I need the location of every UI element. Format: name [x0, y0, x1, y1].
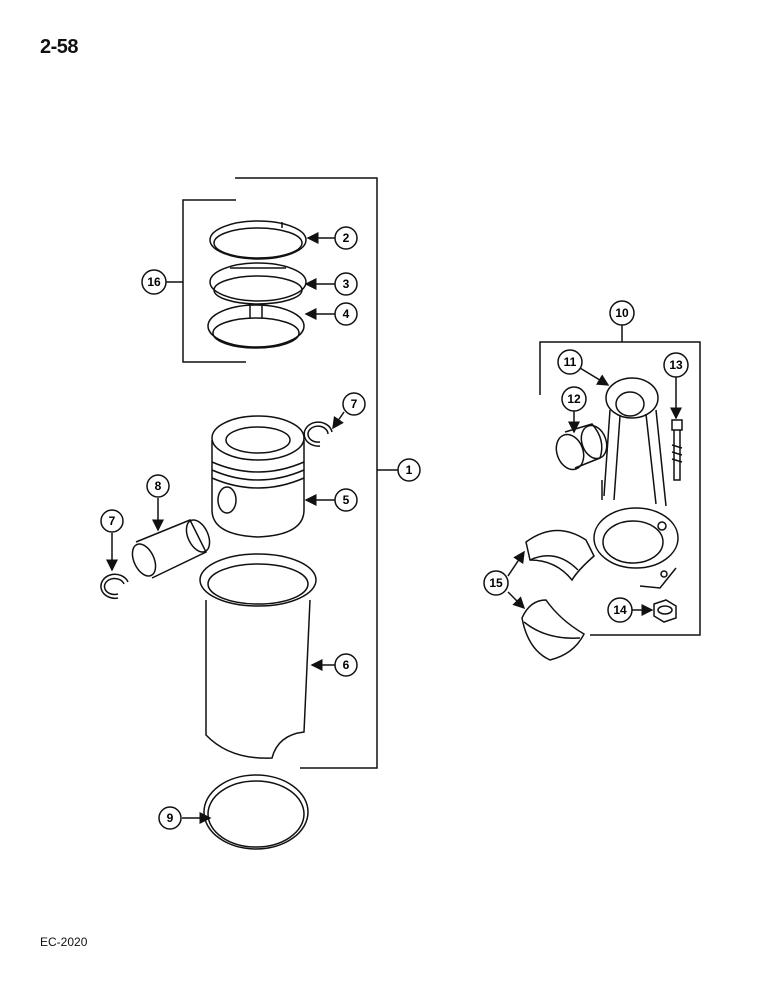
callout-6: 6	[334, 653, 358, 677]
svg-text:9: 9	[167, 811, 174, 825]
piston	[211, 415, 305, 538]
page-number: 2-58	[40, 36, 79, 58]
svg-text:5: 5	[343, 493, 350, 507]
svg-text:3: 3	[343, 277, 350, 291]
svg-text:10: 10	[615, 306, 629, 320]
svg-text:4: 4	[343, 307, 350, 321]
conrod-bolt	[671, 419, 683, 481]
svg-text:11: 11	[564, 355, 577, 369]
svg-text:6: 6	[343, 658, 350, 672]
bearing-shell-lower	[521, 599, 585, 661]
svg-text:16: 16	[147, 275, 161, 289]
callout-7-left: 7	[100, 509, 124, 533]
callout-16: 16	[141, 269, 167, 295]
callout-5: 5	[334, 488, 358, 512]
callout-4: 4	[334, 302, 358, 326]
bracket-item-1	[235, 177, 398, 769]
callout-3: 3	[334, 272, 358, 296]
svg-text:7: 7	[351, 397, 358, 411]
svg-text:8: 8	[155, 479, 162, 493]
document-code: EC-2020	[40, 935, 88, 949]
svg-text:2: 2	[343, 231, 350, 245]
svg-text:7: 7	[109, 514, 116, 528]
bearing-shell-upper	[525, 529, 595, 582]
connecting-rod	[593, 377, 679, 589]
svg-text:14: 14	[613, 603, 627, 617]
piston-ring-middle	[209, 262, 307, 305]
svg-text:1: 1	[406, 463, 413, 477]
piston-ring-oil	[207, 304, 305, 349]
callout-11: 11	[557, 349, 583, 375]
cylinder-liner	[199, 553, 317, 759]
seal-ring	[203, 774, 309, 850]
callout-1: 1	[397, 458, 421, 482]
leader-lines	[106, 232, 682, 824]
callout-15: 15	[483, 570, 509, 596]
conrod-nut	[653, 599, 677, 623]
piston-pin	[131, 519, 211, 579]
callout-9: 9	[158, 806, 182, 830]
circlip-right	[303, 421, 333, 447]
callout-12: 12	[561, 386, 587, 412]
svg-text:13: 13	[669, 358, 683, 372]
callout-13: 13	[663, 352, 689, 378]
callout-7-right: 7	[342, 392, 366, 416]
callout-10: 10	[609, 300, 635, 326]
small-end-bushing	[555, 423, 608, 471]
piston-ring-top	[209, 220, 307, 260]
callout-8: 8	[146, 474, 170, 498]
callout-14: 14	[607, 597, 633, 623]
callout-2: 2	[334, 226, 358, 250]
circlip-left	[100, 573, 129, 600]
svg-text:12: 12	[567, 392, 581, 406]
svg-text:15: 15	[489, 576, 503, 590]
bracket-item-16	[166, 199, 246, 363]
